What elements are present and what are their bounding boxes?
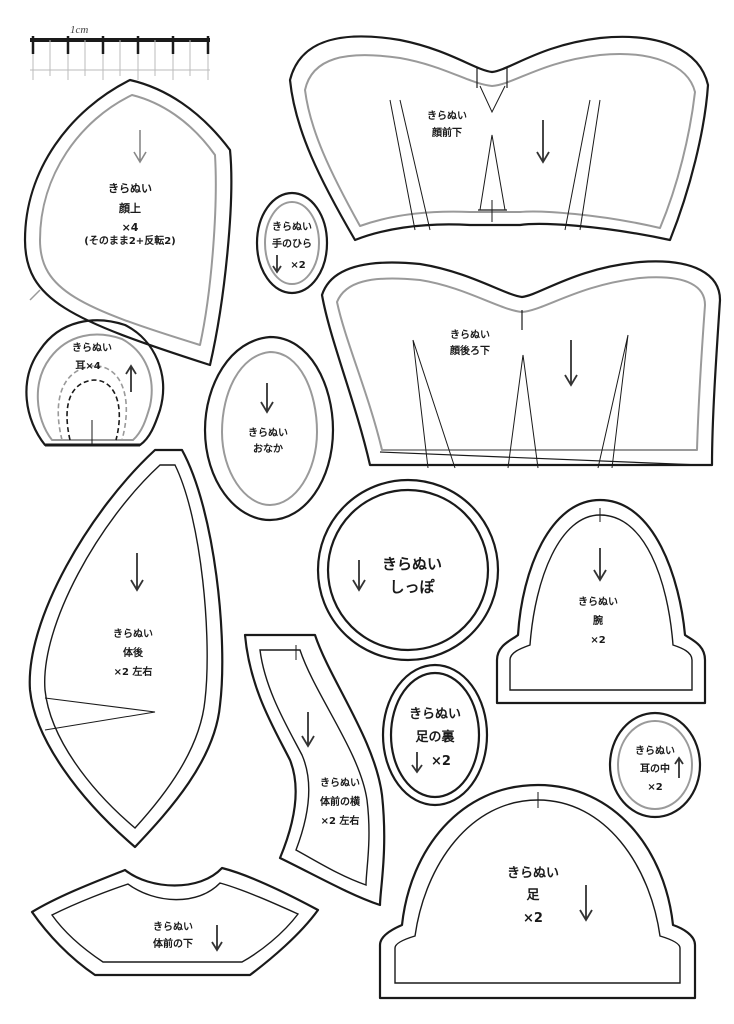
head-top-qty: ×4 bbox=[122, 221, 139, 234]
tail-name: きらぬい bbox=[382, 555, 442, 573]
head-top-note: (そのまま2+反転2) bbox=[84, 234, 175, 247]
head-back-part: 顔後ろ下 bbox=[449, 344, 490, 357]
palm-name: きらぬい bbox=[272, 221, 312, 233]
body-back-part: 体後 bbox=[123, 646, 144, 659]
body-front-side-qty: ×2 左右 bbox=[321, 814, 360, 827]
palm-part: 手のひら bbox=[272, 237, 312, 250]
piece-head-front: きらぬい 顔前下 bbox=[288, 35, 710, 242]
belly-name: きらぬい bbox=[248, 427, 288, 439]
piece-head-top: きらぬい 顔上 ×4 (そのまま2+反転2) bbox=[23, 78, 233, 367]
ear-name: きらぬい bbox=[72, 342, 112, 354]
body-back-qty: ×2 左右 bbox=[114, 665, 153, 678]
foot-part: 足 bbox=[526, 888, 540, 903]
piece-palm: きらぬい 手のひら ×2 bbox=[255, 191, 329, 295]
arm-part: 腕 bbox=[593, 614, 603, 627]
sole-name: きらぬい bbox=[409, 707, 461, 722]
head-back-name: きらぬい bbox=[450, 329, 490, 341]
body-front-side-name: きらぬい bbox=[320, 777, 360, 789]
sole-part: 足の裏 bbox=[415, 729, 455, 745]
ear-inner-name: きらぬい bbox=[635, 745, 675, 757]
foot-name: きらぬい bbox=[507, 866, 559, 881]
head-front-name: きらぬい bbox=[427, 110, 467, 122]
body-front-side-part: 体前の横 bbox=[320, 795, 361, 808]
piece-arm: きらぬい 腕 ×2 bbox=[495, 498, 707, 705]
belly-part: おなか bbox=[253, 443, 283, 455]
head-front-part: 顔前下 bbox=[431, 126, 462, 139]
ruler: 1cm bbox=[30, 24, 210, 80]
sole-qty: ×2 bbox=[431, 754, 451, 769]
piece-foot: きらぬい 足 ×2 bbox=[378, 783, 697, 1000]
ear-part: 耳×4 bbox=[75, 360, 100, 372]
piece-sole: きらぬい 足の裏 ×2 bbox=[381, 663, 489, 807]
ear-inner-part: 耳の中 bbox=[640, 762, 670, 775]
piece-belly: きらぬい おなか bbox=[203, 335, 335, 522]
body-front-bottom-part: 体前の下 bbox=[153, 937, 193, 950]
piece-body-front-side: きらぬい 体前の横 ×2 左右 bbox=[243, 633, 386, 907]
palm-qty: ×2 bbox=[290, 260, 305, 271]
ear-inner-qty: ×2 bbox=[647, 782, 662, 793]
piece-ear-inner: きらぬい 耳の中 ×2 bbox=[608, 711, 702, 819]
piece-body-front-bottom: きらぬい 体前の下 bbox=[30, 866, 320, 977]
piece-body-back: きらぬい 体後 ×2 左右 bbox=[28, 448, 224, 849]
arm-qty: ×2 bbox=[590, 635, 605, 646]
arm-name: きらぬい bbox=[578, 596, 618, 608]
head-top-part: 顔上 bbox=[118, 201, 141, 215]
body-front-bottom-name: きらぬい bbox=[153, 921, 193, 933]
head-top-name: きらぬい bbox=[108, 182, 152, 195]
piece-head-back: きらぬい 顔後ろ下 bbox=[320, 260, 722, 469]
piece-tail: きらぬい しっぽ bbox=[316, 478, 500, 662]
piece-ear: きらぬい 耳×4 bbox=[25, 319, 165, 447]
body-back-name: きらぬい bbox=[113, 628, 153, 640]
tail-part: しっぽ bbox=[389, 578, 435, 596]
ruler-label: 1cm bbox=[70, 24, 88, 36]
foot-qty: ×2 bbox=[523, 911, 543, 926]
